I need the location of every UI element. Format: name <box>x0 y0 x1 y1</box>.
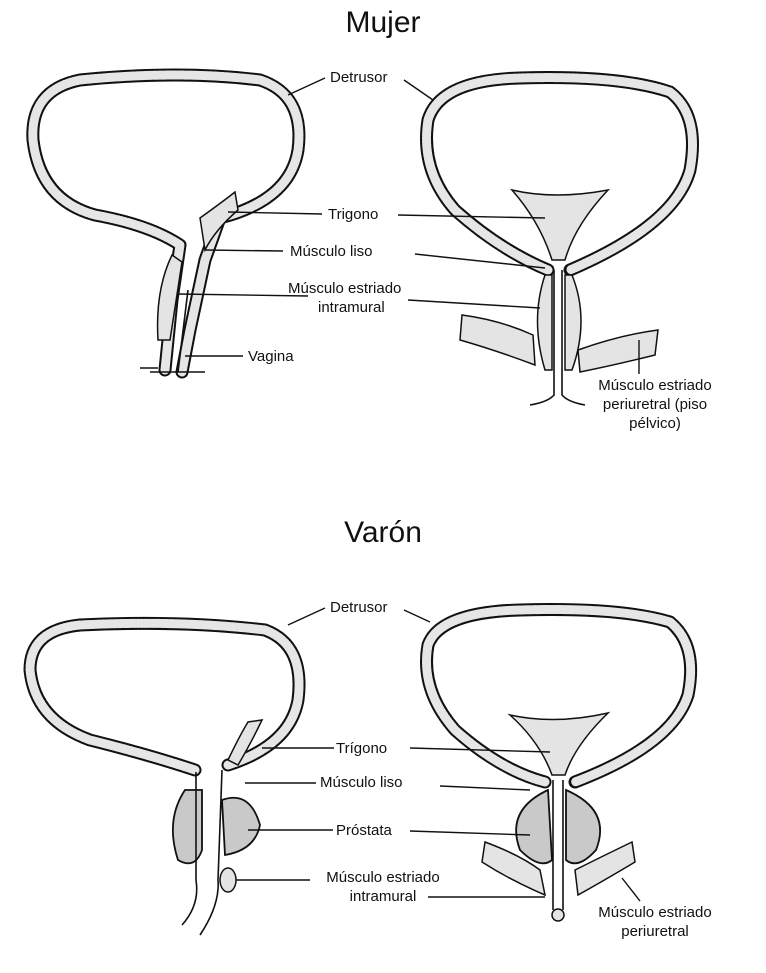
female-title: Mujer <box>345 6 420 39</box>
female-frontal-bladder <box>420 71 699 406</box>
label-estriado-intramural-male-2: intramural <box>350 888 417 905</box>
label-periuretral-male-1: Músculo estriado <box>598 904 711 921</box>
label-estriado-intramural-male-1: Músculo estriado <box>326 869 439 886</box>
label-detrusor-male: Detrusor <box>330 599 388 616</box>
label-musculo-liso: Músculo liso <box>290 243 373 260</box>
label-periuretral-2: periuretral (piso <box>603 396 707 413</box>
male-lateral-bladder <box>23 616 306 936</box>
label-vagina: Vagina <box>248 348 294 365</box>
label-detrusor: Detrusor <box>330 69 388 86</box>
label-musculo-liso-male: Músculo liso <box>320 774 403 791</box>
label-prostata: Próstata <box>336 822 393 839</box>
label-periuretral-3: pélvico) <box>629 415 681 432</box>
male-labels: Detrusor Trígono Músculo liso Próstata M… <box>236 599 712 940</box>
male-frontal-bladder <box>420 603 698 922</box>
label-estriado-intramural-1: Músculo estriado <box>288 280 401 297</box>
label-periuretral-1: Músculo estriado <box>598 377 711 394</box>
label-periuretral-male-2: periuretral <box>621 923 689 940</box>
label-trigono: Trigono <box>328 206 378 223</box>
label-trigono-male: Trígono <box>336 740 387 757</box>
female-lateral-bladder <box>26 68 306 379</box>
label-estriado-intramural-2: intramural <box>318 299 385 316</box>
female-labels: Detrusor Trigono Músculo liso Músculo es… <box>177 69 712 432</box>
male-title: Varón <box>344 516 422 549</box>
